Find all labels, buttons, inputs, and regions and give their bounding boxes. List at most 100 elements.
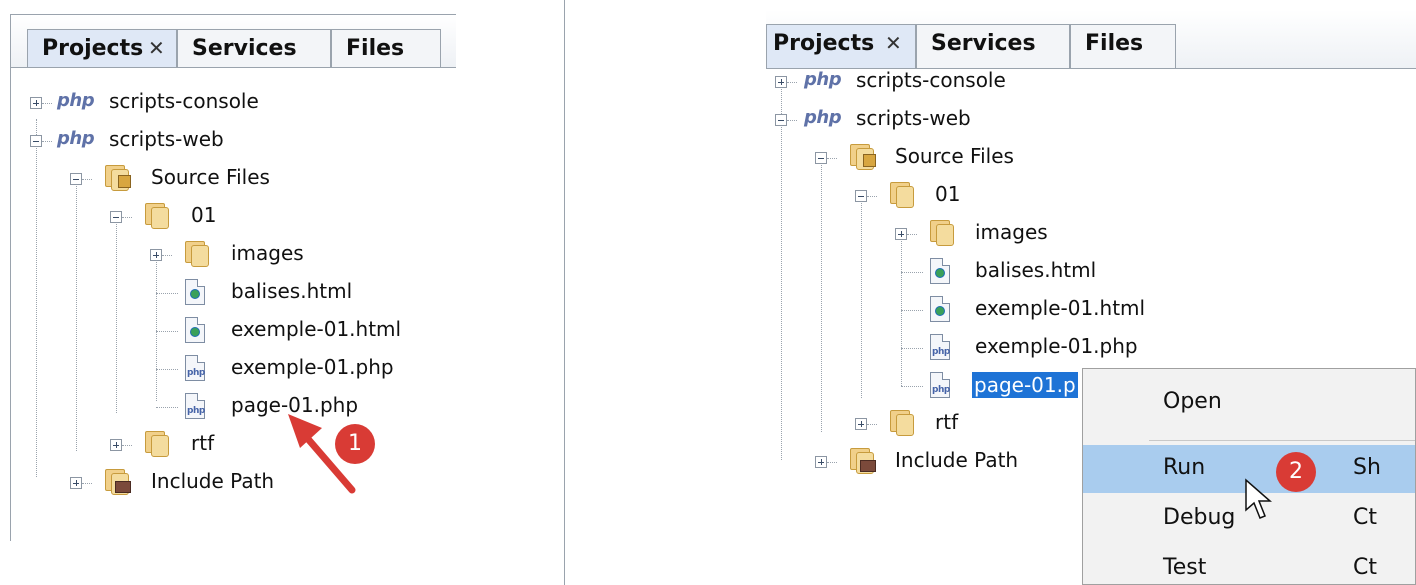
tree-item-include-path[interactable]: Include Path	[11, 465, 451, 499]
menu-shortcut: Ct	[1353, 555, 1377, 580]
source-folder-icon	[848, 144, 876, 170]
tree-item-scripts-web[interactable]: php scripts-web	[766, 102, 1406, 136]
tab-files-label: Files	[346, 36, 405, 61]
tree-line	[861, 200, 862, 398]
expand-icon[interactable]	[815, 456, 827, 468]
tree-item-scripts-console[interactable]: php scripts-console	[766, 64, 1406, 98]
menu-item-open[interactable]: Open	[1083, 379, 1415, 427]
tree-item-exemple-01-html[interactable]: exemple-01.html	[11, 313, 451, 347]
php-project-icon: php	[804, 69, 842, 90]
mouse-cursor-icon	[1245, 478, 1272, 519]
menu-shortcut: Ct	[1353, 505, 1377, 530]
tree-item-label: scripts-console	[856, 68, 1006, 92]
tab-bar: Projects ✕ Services Files	[11, 15, 456, 68]
collapse-icon[interactable]	[855, 190, 867, 202]
arrow-annotation-icon	[288, 414, 356, 494]
tree-item-exemple-01-html[interactable]: exemple-01.html	[766, 292, 1406, 326]
tree-item-images[interactable]: images	[11, 237, 451, 271]
tree-item-label: 01	[935, 182, 961, 206]
expand-icon[interactable]	[110, 439, 122, 451]
tree-item-label: rtf	[191, 431, 215, 455]
library-folder-icon	[848, 448, 876, 474]
expand-icon[interactable]	[30, 97, 42, 109]
tree-item-folder-01[interactable]: 01	[766, 178, 1406, 212]
tree-item-label: Include Path	[895, 448, 1019, 472]
tree-item-images[interactable]: images	[766, 216, 1406, 250]
tree-item-scripts-web[interactable]: php scripts-web	[11, 123, 451, 157]
php-file-icon: php	[930, 334, 950, 360]
expand-icon[interactable]	[70, 477, 82, 489]
tab-services-label: Services	[192, 36, 297, 61]
html-file-icon	[930, 296, 950, 322]
callout-1: 1	[335, 424, 375, 464]
tree-line	[821, 162, 822, 432]
folder-icon	[183, 241, 209, 267]
collapse-icon[interactable]	[775, 114, 787, 126]
tree-item-label: scripts-web	[856, 106, 971, 130]
tree-item-label: exemple-01.php	[975, 334, 1138, 358]
tree-item-scripts-console[interactable]: php scripts-console	[11, 85, 451, 119]
tab-services-label: Services	[931, 31, 1036, 56]
tree-item-label: images	[231, 241, 304, 265]
php-file-icon: php	[930, 372, 950, 398]
php-project-icon: php	[57, 128, 95, 149]
tab-services[interactable]: Services	[177, 29, 331, 67]
tree-item-exemple-01-php[interactable]: php exemple-01.php	[11, 351, 451, 385]
source-folder-icon	[103, 165, 131, 191]
menu-shortcut: Sh	[1353, 455, 1381, 480]
tree-item-label: balises.html	[231, 279, 353, 303]
tab-projects[interactable]: Projects ✕	[766, 24, 916, 68]
tab-services[interactable]: Services	[916, 24, 1070, 68]
close-icon[interactable]: ✕	[885, 31, 902, 55]
html-file-icon	[185, 279, 205, 305]
folder-icon	[143, 431, 169, 457]
tree-item-rtf[interactable]: rtf	[766, 406, 1406, 440]
menu-separator	[1149, 440, 1415, 441]
callout-2: 2	[1276, 452, 1316, 492]
tree-item-rtf[interactable]: rtf	[11, 427, 451, 461]
menu-item-label: Debug	[1163, 505, 1236, 530]
tree-item-label-selected: page-01.p	[972, 372, 1078, 398]
tree-item-source-files[interactable]: Source Files	[11, 161, 451, 195]
tree-item-page-01-php[interactable]: php page-01.php	[11, 389, 451, 423]
projects-window-left: Projects ✕ Services Files php scripts-co…	[10, 14, 456, 541]
collapse-icon[interactable]	[815, 152, 827, 164]
expand-icon[interactable]	[895, 228, 907, 240]
html-file-icon	[185, 317, 205, 343]
tree-item-label: Include Path	[151, 469, 275, 493]
php-project-icon: php	[804, 107, 842, 128]
tab-projects-label: Projects	[42, 36, 144, 61]
expand-icon[interactable]	[775, 76, 787, 88]
collapse-icon[interactable]	[110, 211, 122, 223]
tab-projects[interactable]: Projects ✕	[27, 29, 177, 67]
folder-icon	[143, 203, 169, 229]
tree-item-source-files[interactable]: Source Files	[766, 140, 1406, 174]
tree-line	[901, 238, 902, 386]
tree-item-balises-html[interactable]: balises.html	[11, 275, 451, 309]
folder-icon	[928, 220, 954, 246]
tree-item-exemple-01-php[interactable]: php exemple-01.php	[766, 330, 1406, 364]
php-file-icon: php	[185, 355, 205, 381]
close-icon[interactable]: ✕	[148, 36, 165, 60]
collapse-icon[interactable]	[30, 135, 42, 147]
tab-bar: Projects ✕ Services Files	[766, 10, 1416, 69]
collapse-icon[interactable]	[70, 173, 82, 185]
expand-icon[interactable]	[855, 418, 867, 430]
tab-files[interactable]: Files	[331, 29, 441, 67]
tree-item-label: scripts-console	[109, 89, 259, 113]
context-menu: Open Run Sh Debug Ct Test Ct	[1082, 368, 1416, 585]
menu-item-debug[interactable]: Debug Ct	[1083, 495, 1415, 543]
tree-item-folder-01[interactable]: 01	[11, 199, 451, 233]
tree-item-label: Source Files	[151, 165, 270, 189]
tab-files[interactable]: Files	[1070, 24, 1176, 68]
tree-item-page-01-php-selected[interactable]: php page-01.p	[766, 368, 1406, 402]
expand-icon[interactable]	[150, 249, 162, 261]
tree-line	[116, 221, 117, 413]
tree-item-balises-html[interactable]: balises.html	[766, 254, 1406, 288]
php-file-icon: php	[185, 393, 205, 419]
folder-icon	[888, 182, 914, 208]
tree-line	[156, 259, 157, 401]
tree-item-include-path[interactable]: Include Path	[766, 444, 1406, 478]
php-project-icon: php	[57, 90, 95, 111]
menu-item-test[interactable]: Test Ct	[1083, 545, 1415, 584]
